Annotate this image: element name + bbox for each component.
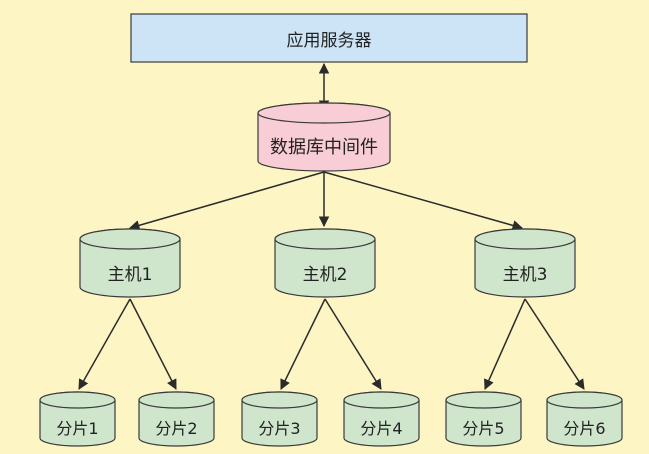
host1-cylinder xyxy=(79,228,181,298)
app-server-label: 应用服务器 xyxy=(286,30,372,51)
host3-label: 主机3 xyxy=(502,264,548,285)
middleware-label: 数据库中间件 xyxy=(270,137,378,158)
shard3-label: 分片3 xyxy=(258,419,301,438)
shard6-label: 分片6 xyxy=(563,419,606,438)
host2-cylinder xyxy=(274,228,376,298)
shard5-label: 分片5 xyxy=(462,419,505,438)
shard3-cylinder xyxy=(241,391,318,447)
host3-cylinder xyxy=(474,228,576,298)
arrow-host2-shard4 xyxy=(324,298,382,390)
shard2-cylinder xyxy=(138,391,215,447)
shard6-cylinder xyxy=(546,391,623,447)
arrow-host1-shard2 xyxy=(129,298,177,390)
arrow-middleware-host3 xyxy=(323,171,524,231)
shard1-label: 分片1 xyxy=(56,419,99,438)
arrow-host3-shard5 xyxy=(484,298,526,390)
host2-label: 主机2 xyxy=(302,264,348,285)
arrow-host1-shard1 xyxy=(78,298,131,390)
middleware-cylinder xyxy=(257,102,391,172)
app-server-box xyxy=(130,13,528,63)
shard4-cylinder xyxy=(343,391,420,447)
shard5-cylinder xyxy=(445,391,522,447)
arrow-host3-shard6 xyxy=(524,298,585,390)
shard2-label: 分片2 xyxy=(155,419,198,438)
arrow-host2-shard3 xyxy=(280,298,326,390)
host1-label: 主机1 xyxy=(107,264,153,285)
arrow-middleware-host1 xyxy=(128,171,325,231)
shard1-cylinder xyxy=(39,391,116,447)
shard4-label: 分片4 xyxy=(360,419,403,438)
